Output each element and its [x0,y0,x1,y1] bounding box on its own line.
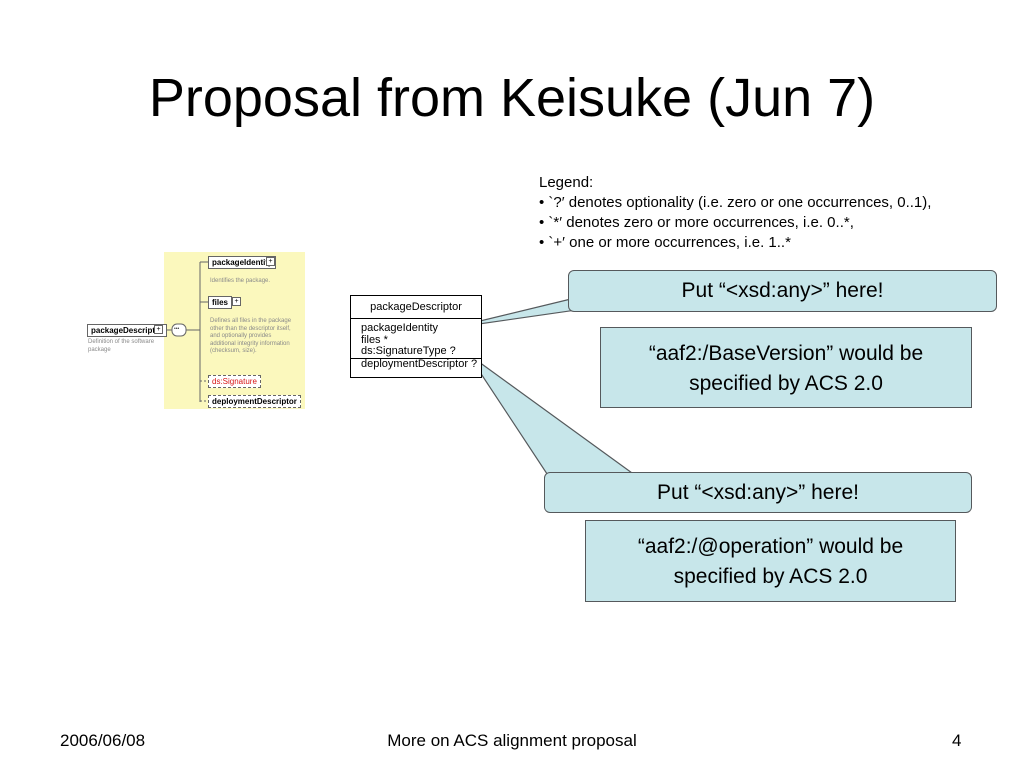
class-member-deploymentDescriptor: deploymentDescriptor ? [351,357,481,371]
slide-title: Proposal from Keisuke (Jun 7) [148,68,876,128]
schema-connectors [164,261,208,402]
schema-child-files: files [208,296,233,309]
sequence-icon: ••• [174,326,180,332]
note-line: “aaf2:/@operation” would be [637,535,904,558]
schema-child-files-desc: Defines all files in the package other t… [210,318,292,355]
legend-item-one-or-more: • `+′ one or more occurrences, i.e. 1..* [539,234,791,251]
expand-icon: + [232,297,241,306]
footer-date: 2006/06/08 [60,731,146,750]
legend-item-optional: • `?′ denotes optionality (i.e. zero or … [539,194,932,211]
schema-child-packageIdentity: packageIdentity [208,256,277,269]
schema-root-description: Definition of the software package [88,339,155,353]
legend: Legend: • `?′ denotes optionality (i.e. … [539,173,931,253]
legend-heading: Legend: [539,174,594,191]
note-line: “aaf2:/BaseVersion” would be [648,342,924,365]
note-operation: “aaf2:/@operation” would be specified by… [585,520,956,602]
class-member-packageIdentity: packageIdentity [361,322,439,334]
callout-xsd-any-2: Put “<xsd:any>” here! [544,472,972,513]
expand-icon: + [154,325,163,334]
note-line: specified by ACS 2.0 [689,372,883,395]
schema-diagram: packageDescriptor + Definition of the so… [80,252,312,412]
schema-child-packageIdentity-desc: Identifies the package. [210,278,271,284]
note-base-version: “aaf2:/BaseVersion” would be specified b… [600,327,972,408]
page-number: 4 [952,731,962,750]
schema-child-signature: ds:Signature [208,375,261,388]
class-member-signature: ds:SignatureType ? [361,345,456,357]
class-member-files: files * [361,333,388,346]
legend-item-zero-or-more: • `*′ denotes zero or more occurrences, … [539,214,854,231]
schema-child-deploymentDescriptor: deploymentDescriptor [208,395,301,408]
note-line: specified by ACS 2.0 [673,565,868,588]
class-box-packageDescriptor: packageDescriptor packageIdentity files … [350,295,482,378]
schema-root-packageDescriptor: packageDescriptor [87,324,168,337]
class-box-name: packageDescriptor [351,296,481,319]
callout-xsd-any-1: Put “<xsd:any>” here! [568,270,997,312]
expand-icon: + [266,257,275,266]
footer-title: More on ACS alignment proposal [387,731,637,750]
